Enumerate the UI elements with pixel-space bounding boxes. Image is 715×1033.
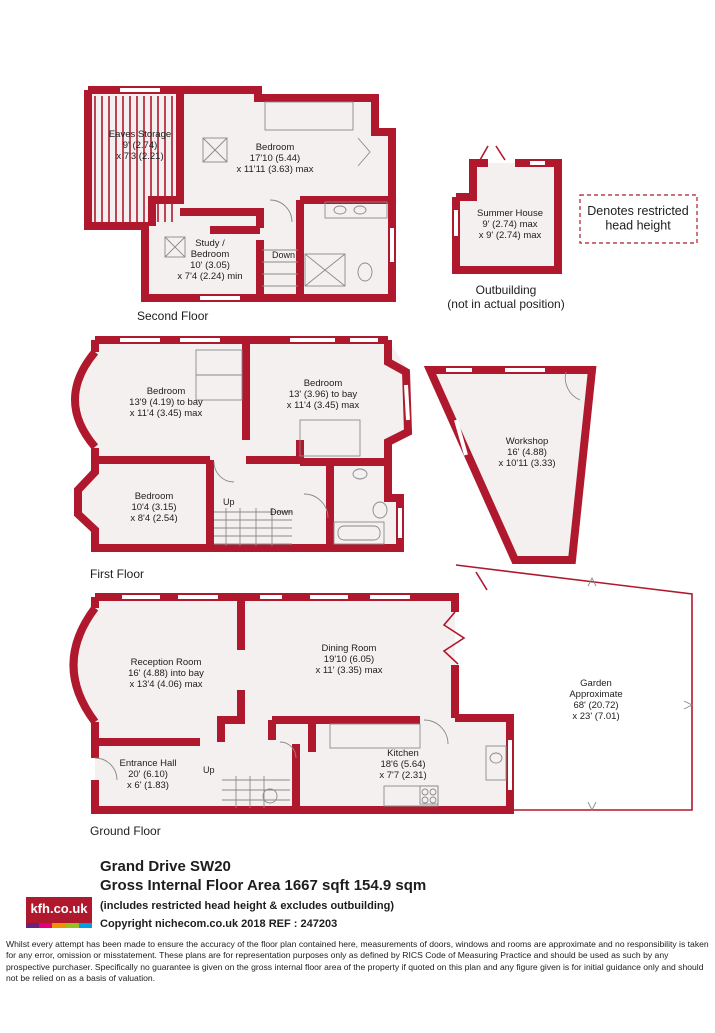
label-line: x 6' (1.83) [127, 780, 169, 791]
label-line: 10' (3.05) [190, 260, 230, 271]
label-line: Summer House [477, 208, 543, 219]
label-line: Approximate [569, 689, 622, 700]
floor-title-second: Second Floor [137, 309, 208, 323]
label-line: 19'10 (6.05) [324, 654, 374, 665]
logo-bar-segment [65, 923, 79, 928]
label-line: (not in actual position) [447, 297, 564, 311]
label-line: Outbuilding [476, 283, 537, 297]
label-line: 17'10 (5.44) [250, 153, 300, 164]
label-line: x 23' (7.01) [572, 711, 619, 722]
label-line: 10'4 (3.15) [131, 502, 176, 513]
label-line: Workshop [506, 436, 549, 447]
label-line: 9' (2.74) max [482, 219, 537, 230]
area-note: (includes restricted head height & exclu… [100, 900, 394, 912]
first-floor-stairs [214, 508, 292, 546]
label-line: Study / [195, 238, 225, 249]
logo-bar-segment [39, 923, 53, 928]
label-line: 18'6 (5.64) [380, 759, 425, 770]
label-line: Denotes restricted [587, 204, 688, 218]
ground-floor-plan [69, 593, 514, 814]
floor-title-ground: Ground Floor [90, 824, 161, 838]
stair-label-up-first: Up [223, 497, 235, 507]
logo-color-bar [26, 923, 93, 928]
copyright-line: Copyright nichecom.co.uk 2018 REF : 2472… [100, 918, 338, 930]
label-line: 16' (4.88) [507, 447, 547, 458]
label-line: Eaves Storage [109, 129, 171, 140]
property-address: Grand Drive SW20 [100, 858, 231, 875]
kfh-logo: kfh.co.uk [26, 897, 92, 923]
label-line: x 11' (3.35) max [315, 665, 382, 676]
label-line: Bedroom [147, 386, 186, 397]
label-line: 68' (20.72) [573, 700, 618, 711]
label-line: Bedroom [256, 142, 295, 153]
label-line: x 7'3 (2.21) [116, 151, 163, 162]
label-line: x 7'4 (2.24) min [177, 271, 242, 282]
label-line: Entrance Hall [119, 758, 176, 769]
stair-label-down-first: Down [270, 507, 293, 517]
label-line: x 9' (2.74) max [479, 230, 542, 241]
workshop-plan [423, 366, 597, 564]
disclaimer: Whilst every attempt has been made to en… [6, 939, 709, 983]
stair-label-up-ground: Up [203, 765, 215, 775]
logo-bar-segment [78, 923, 93, 928]
stair-label-down: Down [272, 250, 295, 260]
label-line: Bedroom [135, 491, 174, 502]
label-line: x 8'4 (2.54) [130, 513, 177, 524]
label-line: x 11'11 (3.63) max [237, 164, 314, 175]
logo-bar-segment [52, 923, 66, 928]
ground-floor-stairs [222, 776, 290, 808]
label-line: Dining Room [322, 643, 377, 654]
label-line: x 10'11 (3.33) [498, 458, 555, 469]
label-line: 13'9 (4.19) to bay [129, 397, 203, 408]
label-line: x 11'4 (3.45) max [287, 400, 360, 411]
label-line: Kitchen [387, 748, 419, 759]
label-line: head height [605, 218, 671, 232]
first-floor-plan [71, 336, 413, 552]
gross-internal-area: Gross Internal Floor Area 1667 sqft 154.… [100, 877, 427, 894]
garden-outline [455, 564, 694, 812]
label-line: x 11'4 (3.45) max [130, 408, 203, 419]
second-floor-plan [84, 86, 396, 302]
label-line: Reception Room [131, 657, 202, 668]
label-line: x 13'4 (4.06) max [129, 679, 202, 690]
label-line: x 7'7 (2.31) [379, 770, 426, 781]
second-floor-stairs [262, 249, 298, 287]
label-line: 20' (6.10) [128, 769, 168, 780]
label-line: 16' (4.88) into bay [128, 668, 204, 679]
label-line: Bedroom [191, 249, 230, 260]
label-line: 9' (2.74) [123, 140, 158, 151]
outbuilding-caption: Outbuilding(not in actual position) [447, 283, 564, 311]
floor-title-first: First Floor [90, 567, 144, 581]
label-line: 13' (3.96) to bay [289, 389, 358, 400]
label-line: Garden [580, 678, 612, 689]
logo-bar-segment [26, 923, 40, 928]
label-line: Bedroom [304, 378, 343, 389]
summer-house-plan [452, 145, 562, 274]
